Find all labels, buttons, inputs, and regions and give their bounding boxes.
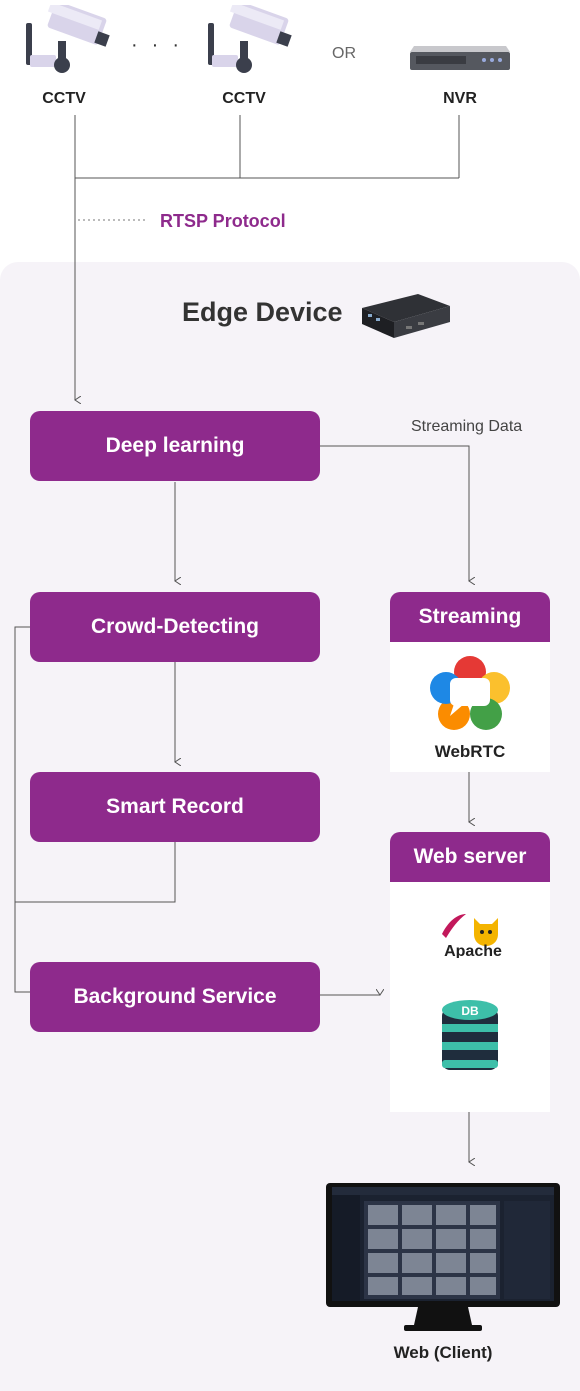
nvr-label: NVR (443, 90, 477, 107)
nvr-device-icon (410, 46, 510, 70)
deep-learning-box: Deep learning (30, 411, 320, 481)
database-icon: DB (442, 1000, 498, 1070)
line-record-to-background (15, 842, 176, 903)
or-label: OR (332, 45, 356, 62)
background-service-box: Background Service (30, 962, 320, 1032)
cctv-camera-icon (208, 5, 292, 73)
rtsp-protocol-label: RTSP Protocol (160, 211, 286, 231)
cctv-label-2: CCTV (222, 90, 266, 107)
smart-record-box: Smart Record (30, 772, 320, 842)
webrtc-logo-icon (430, 656, 510, 730)
webrtc-label: WebRTC (434, 742, 506, 761)
line-crowd-to-background (14, 626, 30, 993)
cctv-camera-icon (26, 5, 110, 73)
webserver-card: Web server Apache DB (390, 832, 550, 1112)
crowd-detecting-box: Crowd-Detecting (30, 592, 320, 662)
line-dl-to-streaming (320, 445, 469, 581)
cctv-label-1: CCTV (42, 90, 86, 107)
streaming-data-label: Streaming Data (411, 418, 523, 435)
apache-tomcat-logo-icon: Apache (442, 914, 502, 958)
ellipsis-dots: ··· (131, 34, 193, 56)
client-monitor-icon (326, 1183, 560, 1331)
edge-device-title: Edge Device (182, 297, 343, 327)
db-icon-text: DB (461, 1004, 479, 1018)
webserver-card-title: Web server (390, 832, 550, 882)
streaming-card-title: Streaming (390, 592, 550, 642)
apache-logo-text: Apache (444, 943, 502, 958)
streaming-card: Streaming WebRTC (390, 592, 550, 772)
web-client-label: Web (Client) (393, 1343, 493, 1362)
edge-device-icon (362, 294, 450, 338)
